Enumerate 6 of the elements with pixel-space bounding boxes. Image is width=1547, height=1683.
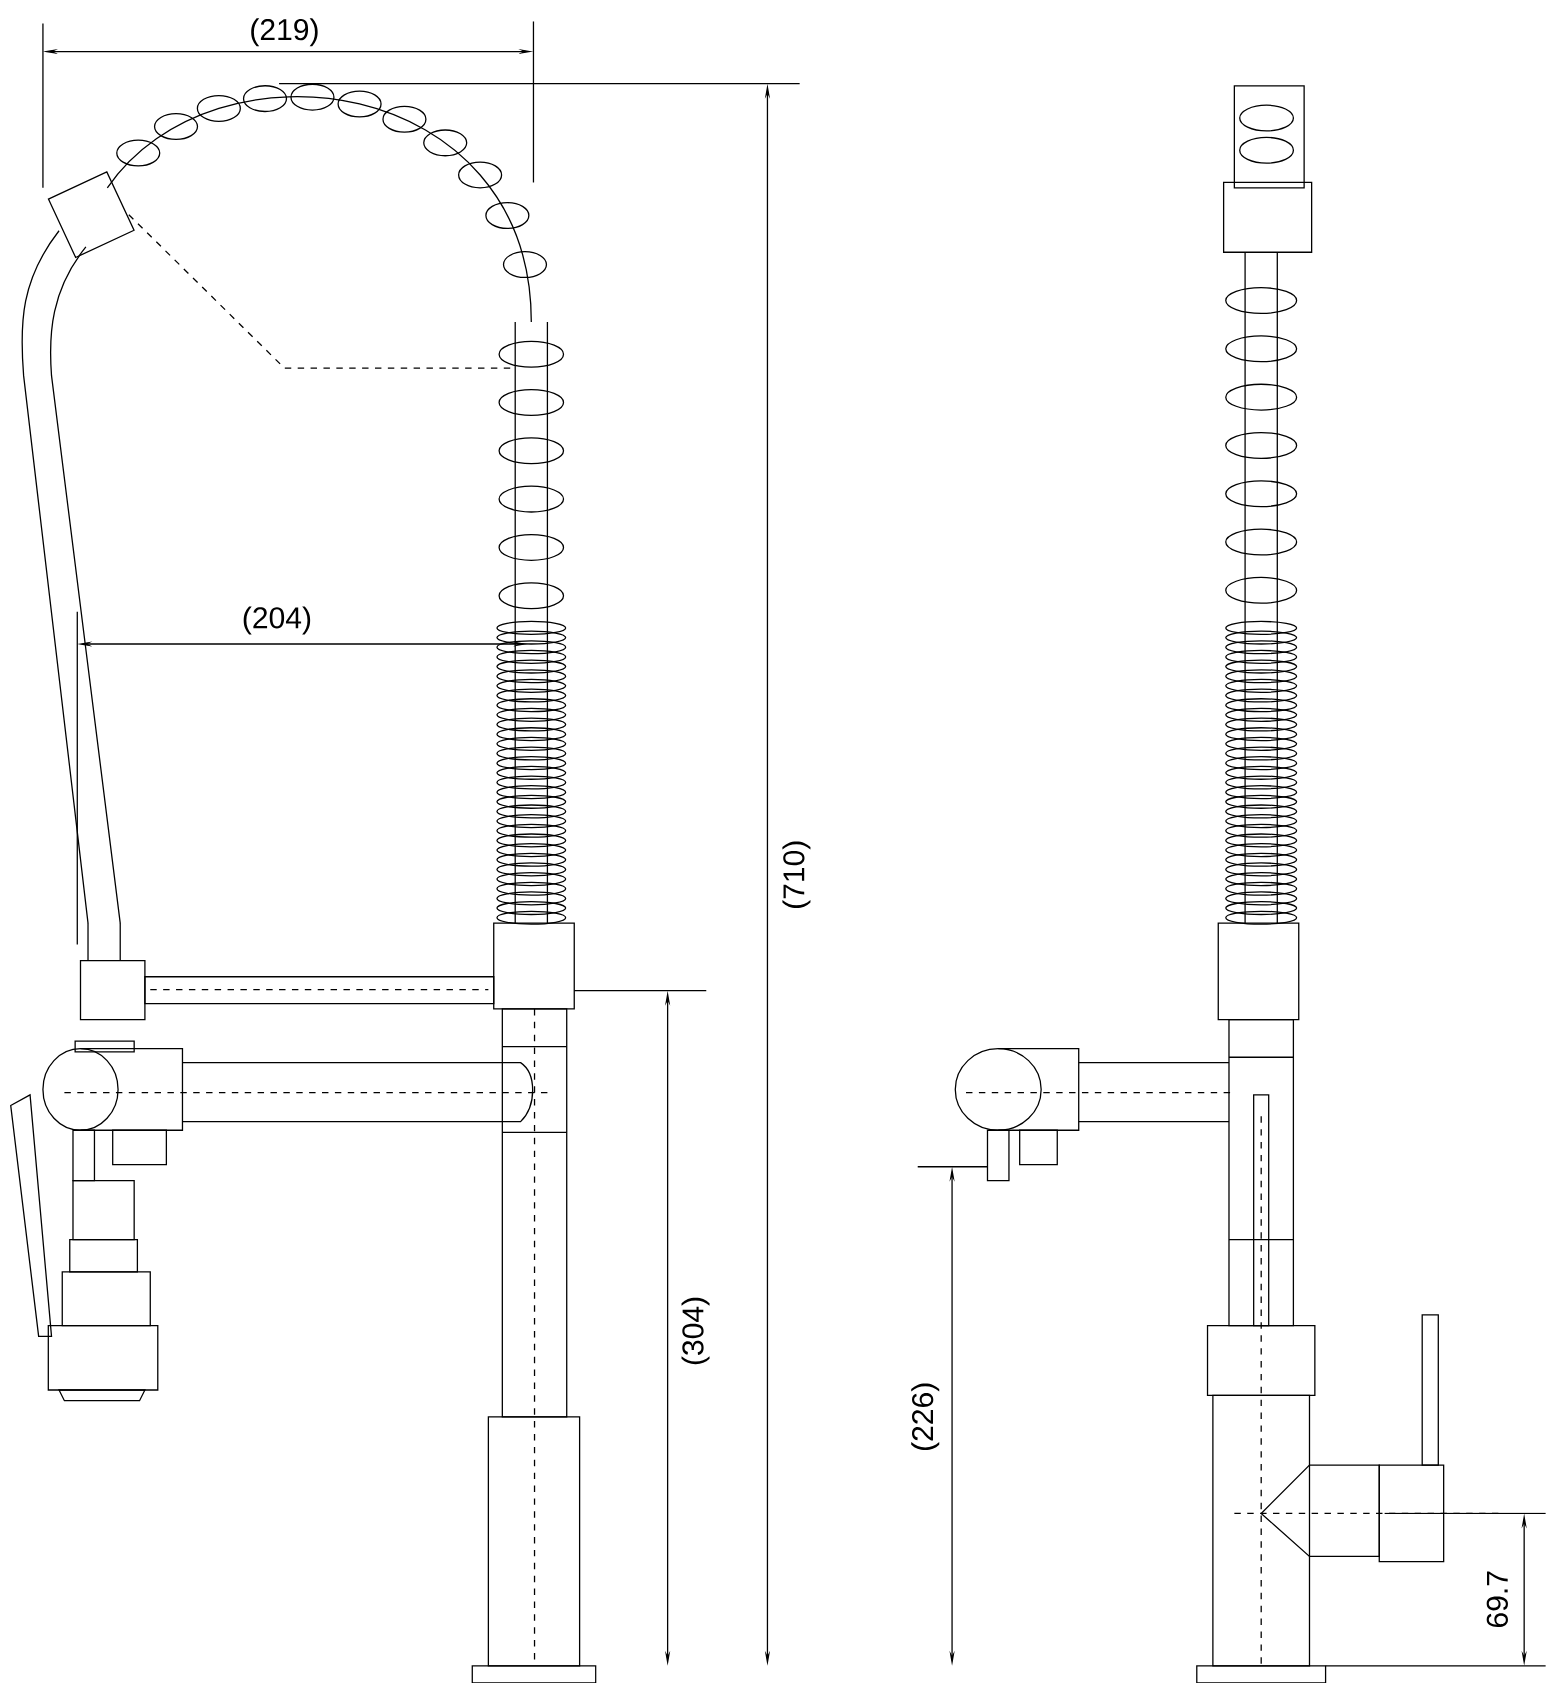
dimension-label: (204): [243, 606, 311, 635]
dimension-label: (219): [251, 18, 318, 47]
dimension-label: (710): [782, 841, 811, 908]
dimension-label: (304): [681, 1297, 710, 1365]
dimension-label: 69.7: [1486, 1571, 1509, 1628]
dimension-label: (226): [911, 1383, 940, 1451]
